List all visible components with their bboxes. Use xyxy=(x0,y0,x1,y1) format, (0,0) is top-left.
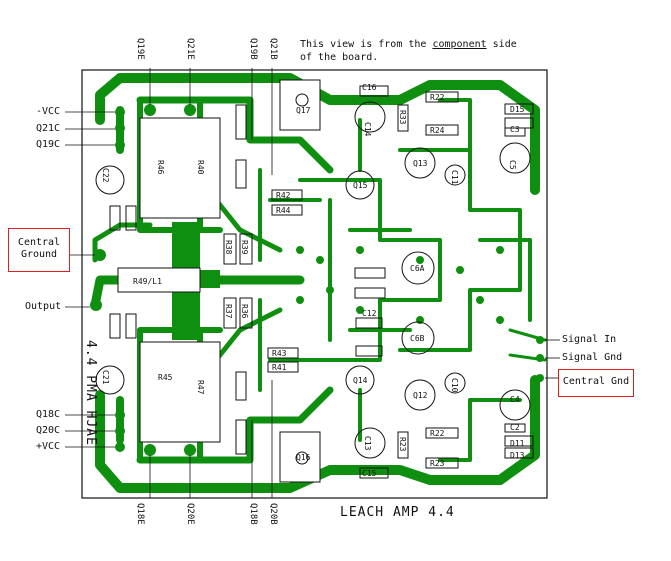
svg-text:C6A: C6A xyxy=(410,264,425,273)
label-signal-gnd: Signal Gnd xyxy=(562,352,623,363)
svg-text:C6B: C6B xyxy=(410,334,425,343)
svg-text:D15: D15 xyxy=(510,105,525,114)
top-label-q19b: Q19B xyxy=(248,38,258,60)
svg-text:C21: C21 xyxy=(101,370,110,385)
svg-text:R40: R40 xyxy=(196,160,205,175)
svg-text:Q13: Q13 xyxy=(413,159,428,168)
svg-text:Q16: Q16 xyxy=(296,453,311,462)
view-note-emph: component xyxy=(432,39,487,50)
svg-text:R46: R46 xyxy=(156,160,165,175)
q17-body xyxy=(279,79,321,131)
svg-text:D11: D11 xyxy=(510,439,525,448)
label-signal-in: Signal In xyxy=(562,334,617,345)
mirror-copper-text: 4.4 PMA HJAE xyxy=(83,340,98,446)
callout-central-gnd: Central Gnd xyxy=(558,369,634,397)
svg-text:D13: D13 xyxy=(510,451,525,460)
label-q20c: Q20C xyxy=(36,425,61,436)
view-note-pre: This view is from the xyxy=(300,39,433,50)
svg-text:R44: R44 xyxy=(276,206,291,215)
label-neg-vcc: -VCC xyxy=(36,106,61,117)
svg-text:C4: C4 xyxy=(510,395,520,404)
bottom-label-q18e: Q18E xyxy=(135,503,145,525)
svg-text:Q14: Q14 xyxy=(353,376,368,385)
label-output: Output xyxy=(25,301,62,312)
svg-text:C13: C13 xyxy=(363,436,372,451)
svg-text:C14: C14 xyxy=(363,122,372,137)
rail-top xyxy=(95,73,540,195)
top-label-q21b: Q21B xyxy=(268,38,278,60)
top-label-q21e: Q21E xyxy=(185,38,195,60)
svg-text:C10: C10 xyxy=(450,378,459,393)
svg-text:C5: C5 xyxy=(508,160,517,170)
svg-text:C22: C22 xyxy=(101,168,110,183)
svg-text:R23: R23 xyxy=(398,437,407,452)
view-note-post: side xyxy=(486,39,517,50)
svg-text:R41: R41 xyxy=(272,363,287,372)
svg-text:C12: C12 xyxy=(362,309,377,318)
heatsink-upper xyxy=(139,117,221,219)
callout-central-ground: Central Ground xyxy=(8,228,70,272)
svg-text:R23: R23 xyxy=(430,459,445,468)
view-note: This view is from the component side of … xyxy=(300,38,517,64)
bottom-label-q18b: Q18B xyxy=(248,503,258,525)
svg-text:R38: R38 xyxy=(224,240,233,255)
svg-text:R47: R47 xyxy=(196,380,205,395)
bottom-label-q20e: Q20E xyxy=(185,503,195,525)
svg-text:C2: C2 xyxy=(510,423,520,432)
heatsink-lower xyxy=(139,341,221,443)
svg-text:R36: R36 xyxy=(240,304,249,319)
q16-body xyxy=(279,431,321,483)
bottom-label-q20b: Q20B xyxy=(268,503,278,525)
svg-text:R37: R37 xyxy=(224,304,233,319)
svg-text:C16: C16 xyxy=(362,83,377,92)
svg-text:C3: C3 xyxy=(510,125,520,134)
svg-text:R33: R33 xyxy=(398,110,407,125)
view-note-line2: of the board. xyxy=(300,52,379,63)
svg-text:C11: C11 xyxy=(450,170,459,185)
label-q18c: Q18C xyxy=(36,409,61,420)
label-q21c: Q21C xyxy=(36,123,61,134)
svg-text:Q17: Q17 xyxy=(296,106,311,115)
rail-bottom xyxy=(95,375,540,493)
svg-text:R22: R22 xyxy=(430,429,445,438)
svg-text:R43: R43 xyxy=(272,349,287,358)
svg-text:R39: R39 xyxy=(240,240,249,255)
svg-text:R24: R24 xyxy=(430,126,445,135)
svg-text:R42: R42 xyxy=(276,191,291,200)
board-title: LEACH AMP 4.4 xyxy=(340,505,455,520)
label-pos-vcc: +VCC xyxy=(36,441,61,452)
svg-text:R22: R22 xyxy=(430,93,445,102)
top-label-q19e: Q19E xyxy=(135,38,145,60)
svg-text:R49/L1: R49/L1 xyxy=(133,277,162,286)
r49-l1-body xyxy=(117,267,201,293)
label-q19c: Q19C xyxy=(36,139,61,150)
svg-text:R45: R45 xyxy=(158,373,173,382)
svg-text:C15: C15 xyxy=(362,469,377,478)
svg-text:Q12: Q12 xyxy=(413,391,428,400)
svg-text:Q15: Q15 xyxy=(353,181,368,190)
